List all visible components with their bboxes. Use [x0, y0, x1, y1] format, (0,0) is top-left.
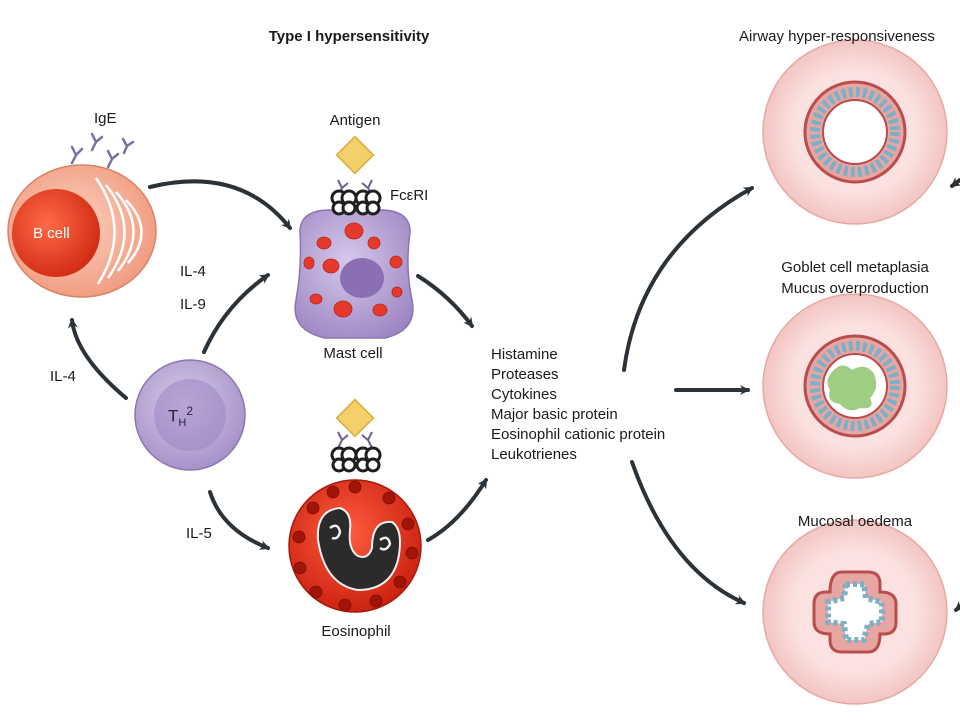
mucus-icon: [827, 365, 877, 411]
arrow-eosinophil-to-mediators: [426, 478, 488, 542]
mast-cell-granules-icon: [303, 222, 403, 318]
eosinophil-label: Eosinophil: [321, 623, 391, 640]
arrow-th2-to-mast: [202, 273, 270, 354]
mediator-item: Major basic protein: [491, 406, 618, 423]
mast-cell-fceri-receptors-icon: [330, 179, 382, 216]
arrow-edge-top: [950, 177, 960, 188]
mediator-item: Proteases: [491, 366, 559, 383]
airway-goblet-metaplasia: [762, 293, 948, 479]
fceri-label: FcεRI: [390, 187, 429, 204]
antigen-label: Antigen: [329, 112, 381, 129]
arrow-mediators-to-hyperresponsiveness: [622, 186, 754, 372]
outcome-hyperresponsiveness-label: Airway hyper-responsiveness: [739, 28, 935, 45]
arrow-bcell-to-mast: [148, 179, 292, 230]
mediator-item: Cytokines: [491, 386, 557, 403]
eosinophil-cell: [288, 479, 422, 613]
outcome-mucus-label: Mucus overproduction: [781, 280, 929, 297]
th2-cell: [134, 359, 246, 471]
eosinophil-antigen-icon: [335, 398, 375, 438]
mediator-item: Eosinophil cationic protein: [491, 426, 666, 443]
ige-label: IgE: [94, 110, 117, 127]
b-cell-membrane-folds-icon: [94, 177, 143, 285]
arrow-th2-to-bcell: [67, 318, 128, 400]
th2-label: TH2: [168, 404, 194, 430]
mast-cell: [294, 209, 414, 339]
flow-arrows: [67, 177, 960, 612]
il4-left-label: IL-4: [50, 368, 76, 385]
diagram-title: Type I hypersensitivity: [268, 28, 430, 45]
mediator-list: Histamine Proteases Cytokines Major basi…: [491, 345, 665, 465]
arrow-th2-to-eosinophil: [208, 490, 270, 550]
il9-label: IL-9: [180, 296, 206, 313]
airway-mucosal-oedema: [762, 519, 948, 705]
b-cell: [7, 164, 157, 298]
b-cell-label: B cell: [33, 225, 70, 242]
outcome-oedema-label: Mucosal oedema: [797, 513, 913, 530]
mast-cell-label: Mast cell: [323, 345, 383, 362]
eosinophil-receptors-icon: [330, 431, 382, 473]
arrow-mediators-to-oedema: [630, 460, 746, 605]
mediator-item: Leukotrienes: [491, 446, 577, 463]
ige-antibodies-icon: [70, 132, 135, 169]
eosinophil-granules-icon: [292, 480, 419, 612]
mast-antigen-icon: [335, 135, 375, 175]
il5-label: IL-5: [186, 525, 212, 542]
mediator-item: Histamine: [491, 346, 558, 363]
arrow-mast-to-mediators: [416, 274, 474, 328]
eosinophil-nucleus-icon: [316, 506, 401, 592]
airway-hyperresponsiveness: [762, 39, 948, 225]
il4-upper-label: IL-4: [180, 263, 206, 280]
outcome-goblet-label: Goblet cell metaplasia: [781, 259, 929, 276]
arrow-edge-bottom: [954, 601, 960, 612]
